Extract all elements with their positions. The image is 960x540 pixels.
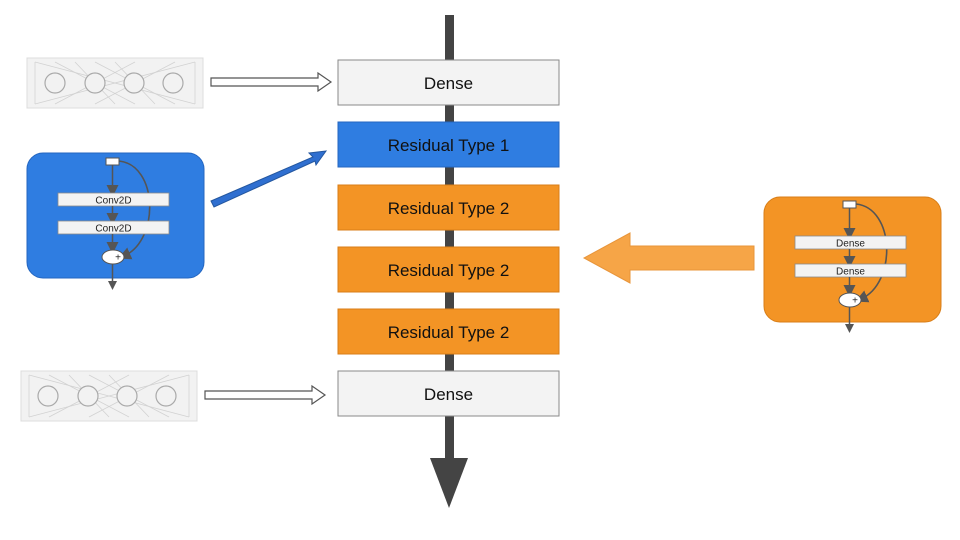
arrow-residual-1-to-layer bbox=[210, 150, 328, 208]
layer-2-residual-type-2: Residual Type 2 bbox=[337, 184, 560, 231]
layer-4-label: Residual Type 2 bbox=[388, 323, 510, 342]
residual-1-sum-symbol: + bbox=[115, 253, 121, 264]
layer-3-label: Residual Type 2 bbox=[388, 261, 510, 280]
residual-2-dense-a bbox=[794, 235, 907, 250]
residual-1-conv2d-b-label: Conv2D bbox=[95, 224, 131, 235]
arrow-top-to-dense bbox=[210, 71, 333, 93]
main-flow-arrow bbox=[430, 15, 468, 508]
residual-1-conv2d-a bbox=[57, 192, 170, 207]
residual-2-sum-symbol: + bbox=[852, 296, 858, 307]
dense-thumbnail-bottom bbox=[20, 370, 198, 422]
layer-5-dense: Dense bbox=[337, 370, 560, 417]
dense-thumbnail-top bbox=[26, 57, 204, 109]
layer-1-label: Residual Type 1 bbox=[388, 136, 510, 155]
residual-1-input-node bbox=[105, 157, 120, 166]
residual-1-conv2d-a-label: Conv2D bbox=[95, 196, 131, 207]
residual-2-input-node bbox=[842, 200, 857, 209]
residual-2-dense-a-label: Dense bbox=[836, 239, 865, 250]
layer-1-residual-type-1: Residual Type 1 bbox=[337, 121, 560, 168]
layer-2-label: Residual Type 2 bbox=[388, 199, 510, 218]
residual-2-dense-b bbox=[794, 263, 907, 278]
residual-2-dense-b-label: Dense bbox=[836, 267, 865, 278]
layer-0-label: Dense bbox=[424, 74, 473, 93]
residual-type-1-detail: Conv2D Conv2D + bbox=[26, 152, 205, 290]
layer-4-residual-type-2: Residual Type 2 bbox=[337, 308, 560, 355]
residual-1-conv2d-b bbox=[57, 220, 170, 235]
layer-5-label: Dense bbox=[424, 385, 473, 404]
layer-0-dense: Dense bbox=[337, 59, 560, 106]
arrow-residual-2-to-layer bbox=[582, 232, 755, 284]
arrow-bottom-to-dense bbox=[204, 384, 327, 406]
layer-3-residual-type-2: Residual Type 2 bbox=[337, 246, 560, 293]
residual-type-2-detail: Dense Dense + bbox=[763, 196, 942, 333]
